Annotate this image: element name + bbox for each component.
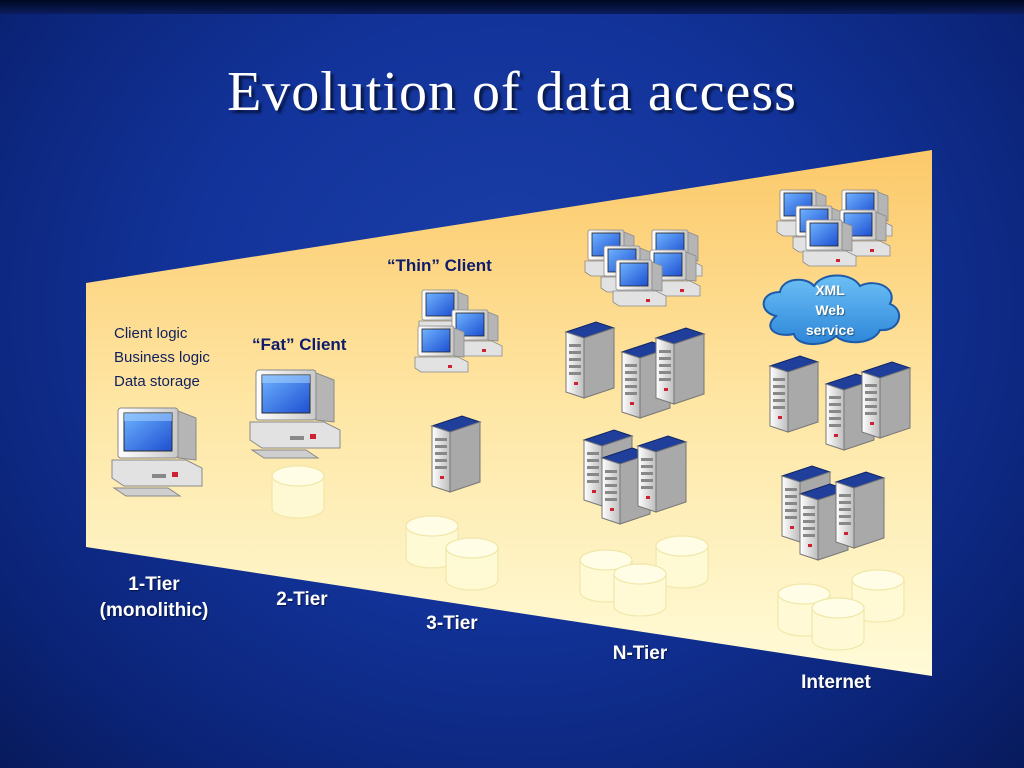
server-icon bbox=[836, 472, 884, 548]
fat-client-label: “Fat” Client bbox=[252, 335, 346, 355]
client-logic-text: Client logic bbox=[114, 322, 210, 346]
tier1-label: 1-Tier (monolithic) bbox=[90, 572, 218, 624]
database-cylinder-icon bbox=[272, 466, 324, 518]
thin-client-label: “Thin” Client bbox=[387, 256, 492, 276]
tier1-label-line1: 1-Tier bbox=[90, 572, 218, 598]
server-icon bbox=[862, 362, 910, 438]
server-icon bbox=[770, 356, 818, 432]
business-logic-text: Business logic bbox=[114, 346, 210, 370]
desktop-computer-icon bbox=[803, 220, 856, 266]
server-icon bbox=[432, 416, 480, 492]
desktop-computer-icon bbox=[415, 326, 468, 372]
database-cylinder-icon bbox=[446, 538, 498, 590]
desktop-computer-icon bbox=[613, 260, 666, 306]
server-icon bbox=[638, 436, 686, 512]
cloud-label: XML Web service bbox=[790, 280, 870, 340]
tier-n-label: N-Tier bbox=[600, 643, 680, 665]
tier-internet-label: Internet bbox=[786, 672, 886, 694]
server-icon bbox=[656, 328, 704, 404]
tier1-label-line2: (monolithic) bbox=[90, 598, 218, 624]
tier1-logic-list: Client logic Business logic Data storage bbox=[114, 322, 210, 394]
cloud-label-line2: Web bbox=[790, 300, 870, 320]
tier3-label: 3-Tier bbox=[412, 613, 492, 635]
database-cylinder-icon bbox=[812, 598, 864, 650]
server-icon bbox=[566, 322, 614, 398]
cloud-label-line1: XML bbox=[790, 280, 870, 300]
tier2-label: 2-Tier bbox=[262, 589, 342, 611]
desktop-computer-icon bbox=[112, 408, 202, 496]
cloud-label-line3: service bbox=[790, 320, 870, 340]
desktop-computer-icon bbox=[250, 370, 340, 458]
database-cylinder-icon bbox=[614, 564, 666, 616]
data-storage-text: Data storage bbox=[114, 370, 210, 394]
